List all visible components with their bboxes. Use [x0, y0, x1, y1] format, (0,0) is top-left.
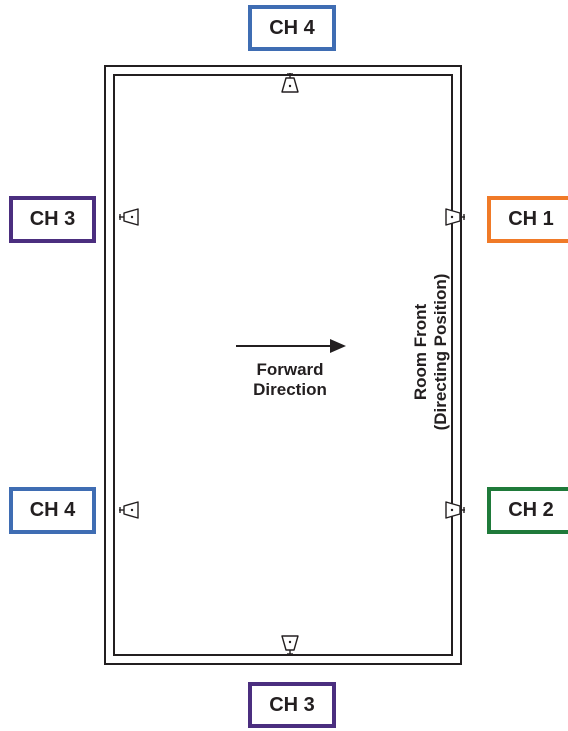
channel-box-left-lower: CH 4: [9, 487, 96, 534]
speaker-top-icon: [281, 73, 299, 93]
channel-box-top: CH 4: [248, 5, 336, 51]
forward-direction-line1: Forward: [256, 360, 324, 379]
speaker-left-upper-icon: [119, 208, 139, 226]
speaker-right-lower-icon: [445, 501, 465, 519]
channel-label: CH 3: [29, 208, 76, 230]
speaker-bottom-icon: [281, 635, 299, 655]
channel-label: CH 2: [508, 499, 554, 521]
forward-arrow-icon: [236, 339, 346, 353]
forward-direction-label: Forward Direction: [230, 360, 350, 400]
speaker-left-lower-icon: [119, 501, 139, 519]
room-inner-border: [113, 74, 453, 656]
speaker-right-upper-icon: [445, 208, 465, 226]
channel-box-right-lower: CH 2: [487, 487, 568, 534]
channel-box-bottom: CH 3: [248, 682, 336, 728]
channel-label: CH 1: [508, 208, 554, 230]
channel-label: CH 4: [29, 499, 76, 521]
room-front-line2: (Directing Position): [431, 273, 450, 431]
room-front-label: Room Front (Directing Position): [411, 232, 451, 472]
room-outer-border: [104, 65, 462, 665]
forward-direction-line2: Direction: [253, 380, 327, 399]
channel-label: CH 4: [269, 16, 315, 39]
channel-label: CH 3: [269, 693, 315, 716]
channel-box-right-upper: CH 1: [487, 196, 568, 243]
channel-box-left-upper: CH 3: [9, 196, 96, 243]
room-front-line1: Room Front: [411, 303, 430, 401]
